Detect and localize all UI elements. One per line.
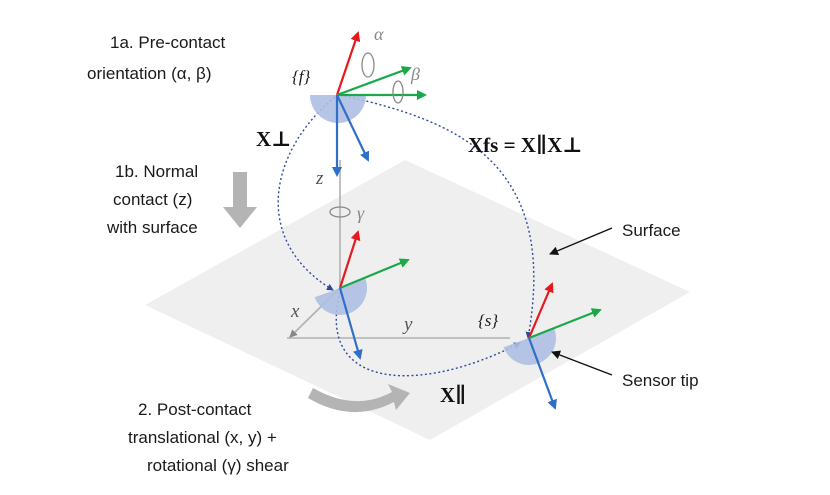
translational-label: translational (x, y) + [128,428,277,447]
contact-y-axis [339,258,410,290]
contact-z-axis [338,287,363,360]
finger-y-axis [336,66,412,97]
normal-contact-label: contact (z) [113,190,192,209]
sensor-y-axis [528,308,602,340]
surface-label: Surface [622,221,681,240]
post-contact-label: 2. Post-contact [138,400,252,419]
contact-x-axis [338,230,361,289]
sensor-tip-label: Sensor tip [622,371,699,390]
sensor-hemisphere [503,328,556,365]
shear-arrow [308,384,410,413]
sensor-x-axis [527,282,554,339]
x-label: x [290,301,300,322]
rotational-label: rotational (γ) shear [147,456,289,475]
alpha-rotation-icon [361,52,375,78]
with-surface-label: with surface [106,218,198,237]
sensor-tip-callout-arrow [551,350,613,376]
gamma-label: γ [357,203,365,223]
normal-contact-arrow [223,172,257,228]
x-parallel-label: X∥ [440,383,466,407]
sensor-frame-label: {s} [478,311,498,330]
y-label: y [402,314,413,335]
finger-z2-axis [336,94,370,162]
gamma-rotation-icon [329,206,351,218]
finger-frame-label: {f} [292,67,311,86]
pre-contact-label: 1a. Pre-contact [110,33,226,52]
alpha-label: α [374,24,384,44]
sensor-z-axis [527,337,557,410]
normal-label: 1b. Normal [115,162,198,181]
z-label: z [315,168,324,189]
beta-rotation-icon [392,80,404,104]
finger-x-axis [335,31,361,96]
surface-plane [145,160,690,440]
orientation-label: orientation (α, β) [87,64,212,83]
beta-label: β [410,64,420,84]
contact-hemisphere [314,278,367,315]
surface-callout-arrow [549,227,613,256]
x-fs-label: Xfs = X∥X⊥ [468,133,582,157]
x-perp-label: X⊥ [256,127,291,151]
